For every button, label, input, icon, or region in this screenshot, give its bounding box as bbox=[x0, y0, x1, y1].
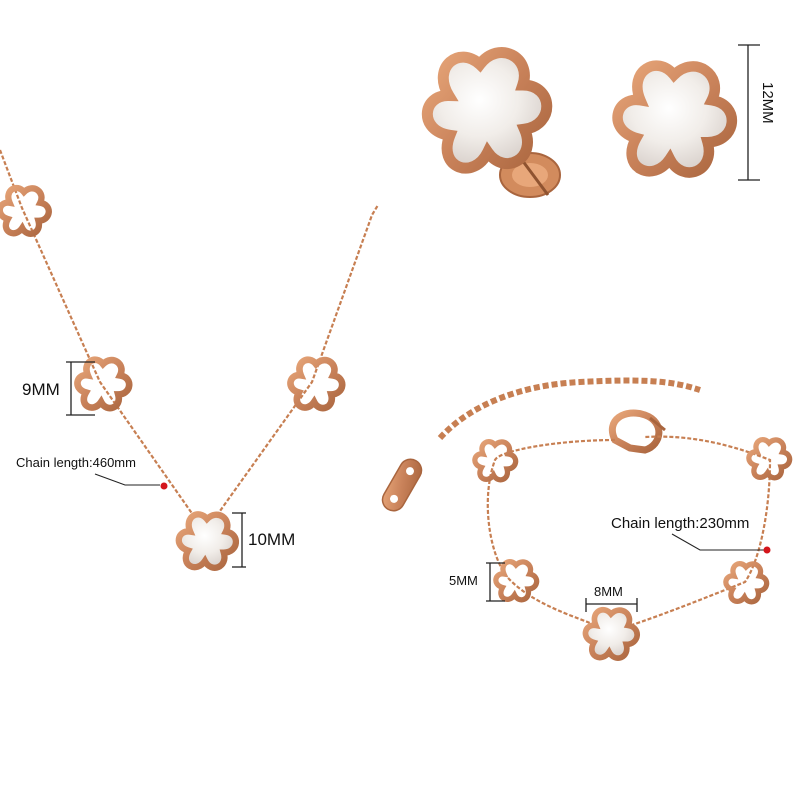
bracelet-charm-open bbox=[726, 564, 767, 602]
bracelet-tag bbox=[381, 458, 423, 512]
necklace-pendant-dimension bbox=[232, 512, 246, 568]
earring-right bbox=[618, 66, 732, 173]
bracelet-center-charm bbox=[585, 610, 637, 658]
necklace-chain-marker bbox=[160, 482, 168, 490]
necklace-charm-open bbox=[0, 188, 49, 234]
necklace-charm-open bbox=[290, 360, 342, 408]
necklace-charm-size-label: 9MM bbox=[22, 380, 60, 399]
necklace-pendant-size-label: 10MM bbox=[248, 530, 296, 549]
bracelet-extender-chain bbox=[437, 377, 701, 441]
bracelet-clasp bbox=[608, 409, 666, 454]
bracelet-chain-length-label: Chain length:230mm bbox=[611, 515, 750, 532]
bracelet bbox=[381, 377, 789, 659]
necklace-charm-open bbox=[77, 360, 129, 408]
necklace-chain-leader bbox=[94, 473, 160, 486]
bracelet-charm-size-label: 5MM bbox=[449, 573, 478, 588]
earring-size-label: 12MM bbox=[759, 82, 776, 124]
necklace-chain-length-label: Chain length:460mm bbox=[16, 455, 136, 470]
necklace-pendant bbox=[179, 514, 236, 567]
bracelet-chain-leader bbox=[671, 533, 764, 551]
earrings bbox=[420, 44, 760, 198]
bracelet-chain bbox=[486, 435, 772, 634]
necklace bbox=[0, 149, 379, 568]
bracelet-charm-dimension bbox=[486, 562, 505, 602]
necklace-chain bbox=[0, 149, 379, 534]
bracelet-center-dimension bbox=[585, 598, 638, 612]
earring-dimension bbox=[738, 44, 760, 181]
bracelet-center-charm-size-label: 8MM bbox=[594, 584, 623, 599]
necklace-charm-dimension bbox=[66, 361, 95, 416]
bracelet-charm-open bbox=[496, 562, 537, 600]
bracelet-chain-marker bbox=[763, 546, 771, 554]
